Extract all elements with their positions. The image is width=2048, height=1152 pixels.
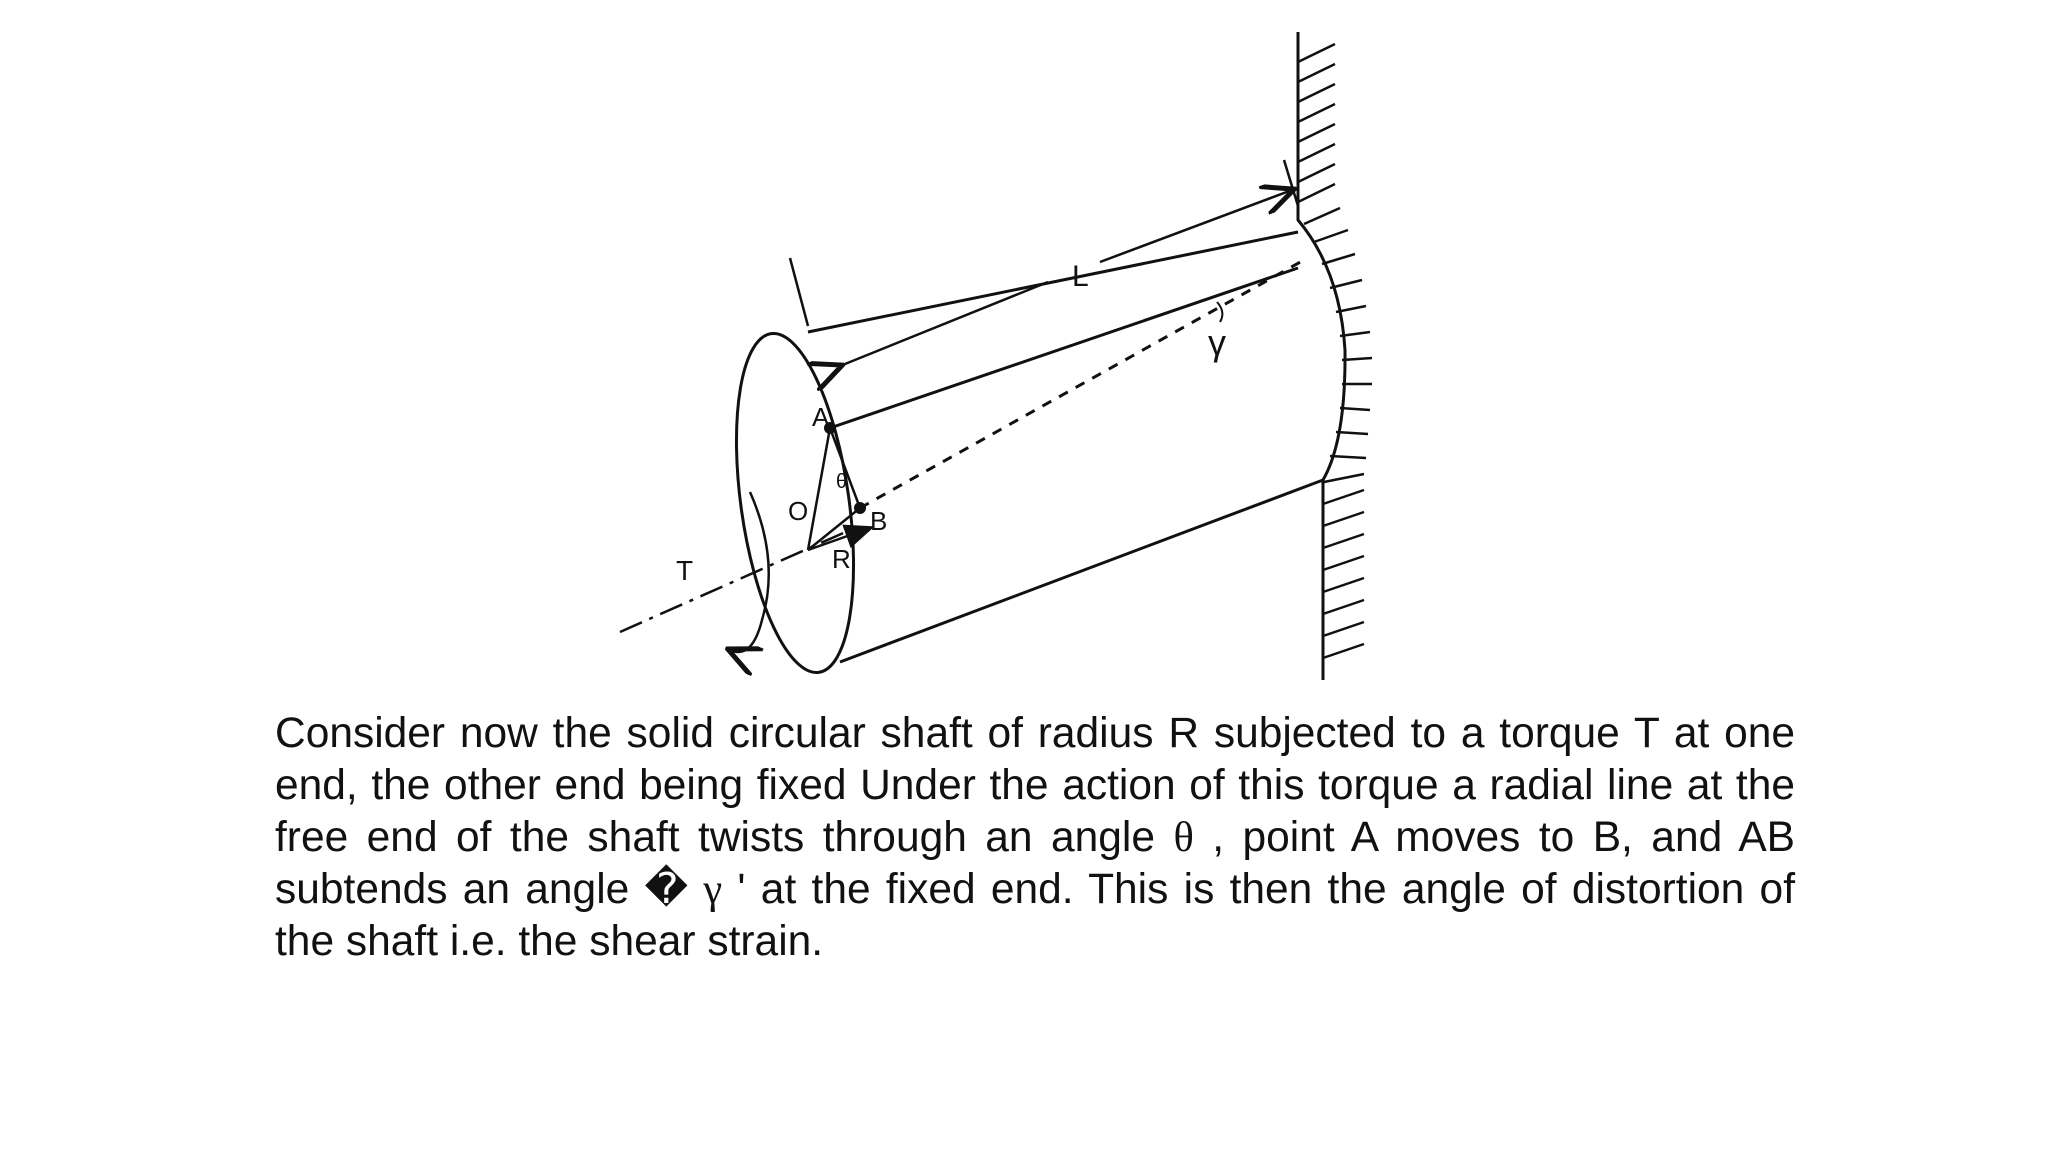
description-theta: θ — [1173, 814, 1194, 861]
shaft-top-edge — [807, 230, 1299, 334]
description-paragraph: Consider now the solid circular shaft of… — [275, 708, 1795, 968]
chord-ab — [828, 427, 862, 509]
description-gamma: γ — [703, 866, 723, 913]
shaft-cylinder — [734, 230, 1324, 675]
shaft-torsion-svg: L γ A B O R θ T — [619, 32, 1373, 680]
label-radius-r: R — [832, 544, 851, 574]
label-gamma: γ — [1208, 322, 1226, 363]
shaft-torsion-diagram: L γ A B O R θ T — [580, 20, 1440, 680]
length-dimension — [788, 159, 1298, 366]
point-b-dot — [854, 502, 866, 514]
label-point-a: A — [812, 402, 830, 432]
radius-ob — [807, 507, 861, 551]
shaft-bottom-edge — [839, 478, 1324, 664]
description-part1: Consider now the solid circular shaft of… — [275, 710, 1795, 861]
radius-r-arrow — [807, 524, 875, 552]
label-length: L — [1072, 260, 1089, 293]
description-replacement-char: � — [644, 866, 689, 913]
twisted-line-dashed — [859, 258, 1305, 510]
description-part3: ' at the fixed end. This is then the ang… — [275, 866, 1795, 965]
free-end-face — [734, 331, 856, 675]
label-point-b: B — [870, 506, 887, 536]
generator-line-a — [829, 266, 1299, 430]
point-a-dot — [824, 422, 836, 434]
wall-hatching — [1297, 42, 1373, 660]
torque-arrow — [730, 491, 770, 652]
face-radii — [806, 427, 875, 552]
label-center-o: O — [788, 496, 808, 526]
label-torque: T — [676, 555, 693, 586]
gamma-angle-arc — [1216, 301, 1224, 323]
fixed-wall — [1296, 32, 1373, 680]
radius-oa — [806, 427, 832, 551]
description-part2: , point A moves to B, and AB subtends an… — [275, 814, 1796, 913]
label-theta: θ — [836, 471, 847, 493]
